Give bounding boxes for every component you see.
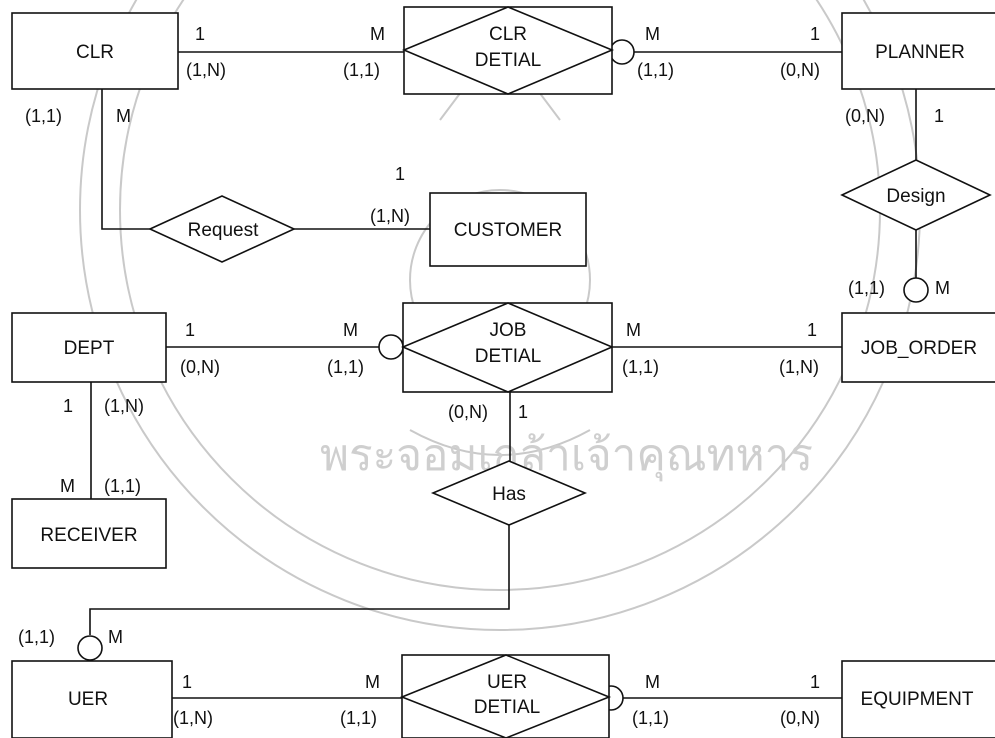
cardinality-mult: M [60, 476, 75, 496]
watermark-text: พระจอมเกล้าเจ้าคุณทหาร [320, 430, 813, 482]
cardinality-range: (1,N) [186, 60, 226, 80]
cardinality-range: (1,1) [622, 357, 659, 377]
entity-label: UER [68, 689, 108, 710]
cardinality-mult: 1 [518, 402, 528, 422]
relationship-uer-detial: UER DETIAL [402, 655, 609, 738]
entity-job-order: JOB_ORDER [842, 313, 995, 382]
cardinality-range: (1,N) [370, 206, 410, 226]
entity-label: CLR [76, 42, 114, 63]
cardinality-range: (1,1) [25, 106, 62, 126]
cardinality-range: (0,N) [780, 708, 820, 728]
entity-clr: CLR [12, 13, 178, 89]
cardinality-mult: 1 [195, 24, 205, 44]
cardinality-mult: M [108, 627, 123, 647]
entity-uer: UER [12, 661, 172, 738]
entity-dept: DEPT [12, 313, 166, 382]
entity-label: DEPT [64, 338, 115, 359]
relationship-label: Request [188, 220, 259, 241]
relationship-label: Design [886, 186, 945, 207]
cardinality-mult: 1 [810, 24, 820, 44]
cardinality-range: (0,N) [448, 402, 488, 422]
cardinality-mult: M [935, 278, 950, 298]
cardinality-range: (1,N) [173, 708, 213, 728]
cardinality-range: (1,1) [340, 708, 377, 728]
optional-circle-job-order [904, 278, 928, 302]
entity-customer: CUSTOMER [430, 193, 586, 266]
cardinality-mult: 1 [810, 672, 820, 692]
cardinality-range: (1,1) [848, 278, 885, 298]
relationship-label-line2: DETIAL [475, 50, 542, 71]
cardinality-mult: 1 [807, 320, 817, 340]
cardinality-mult: M [645, 672, 660, 692]
optional-circle-job-detial [379, 335, 403, 359]
cardinality-range: (1,N) [779, 357, 819, 377]
relationship-design: Design [842, 160, 990, 230]
optional-circle-uer [78, 636, 102, 660]
entity-equipment: EQUIPMENT [842, 661, 995, 738]
relationship-label-line1: UER [487, 672, 527, 693]
cardinality-range: (0,N) [180, 357, 220, 377]
cardinality-range: (0,N) [845, 106, 885, 126]
cardinality-mult: 1 [182, 672, 192, 692]
relationship-label: Has [492, 484, 526, 505]
cardinality-mult: M [370, 24, 385, 44]
relationship-label-line1: CLR [489, 24, 527, 45]
entity-label: EQUIPMENT [861, 689, 974, 710]
cardinality-range: (0,N) [780, 60, 820, 80]
entity-planner: PLANNER [842, 13, 995, 89]
relationship-label-line2: DETIAL [474, 697, 541, 718]
cardinality-range: (1,1) [637, 60, 674, 80]
entity-label: CUSTOMER [454, 220, 562, 241]
cardinality-range: (1,1) [104, 476, 141, 496]
cardinality-range: (1,1) [632, 708, 669, 728]
entity-label: JOB_ORDER [861, 338, 977, 359]
cardinality-mult: M [645, 24, 660, 44]
cardinality-range: (1,1) [327, 357, 364, 377]
entity-label: RECEIVER [40, 525, 137, 546]
entity-label: PLANNER [875, 42, 965, 63]
cardinality-mult: M [626, 320, 641, 340]
cardinality-mult: M [116, 106, 131, 126]
cardinality-mult: 1 [934, 106, 944, 126]
relationship-label-line1: JOB [490, 320, 527, 341]
relationship-request: Request [150, 196, 294, 262]
optional-circle-clr-detial [610, 40, 634, 64]
cardinality-mult: 1 [63, 396, 73, 416]
cardinality-mult: 1 [185, 320, 195, 340]
cardinality-range: (1,1) [18, 627, 55, 647]
relationship-job-detial: JOB DETIAL [403, 303, 612, 392]
entity-receiver: RECEIVER [12, 499, 166, 568]
relationship-label-line2: DETIAL [475, 346, 542, 367]
cardinality-mult: M [365, 672, 380, 692]
cardinality-range: (1,1) [343, 60, 380, 80]
cardinality-mult: M [343, 320, 358, 340]
cardinality-range: (1,N) [104, 396, 144, 416]
cardinality-mult: 1 [395, 164, 405, 184]
relationship-clr-detial: CLR DETIAL [404, 7, 612, 94]
